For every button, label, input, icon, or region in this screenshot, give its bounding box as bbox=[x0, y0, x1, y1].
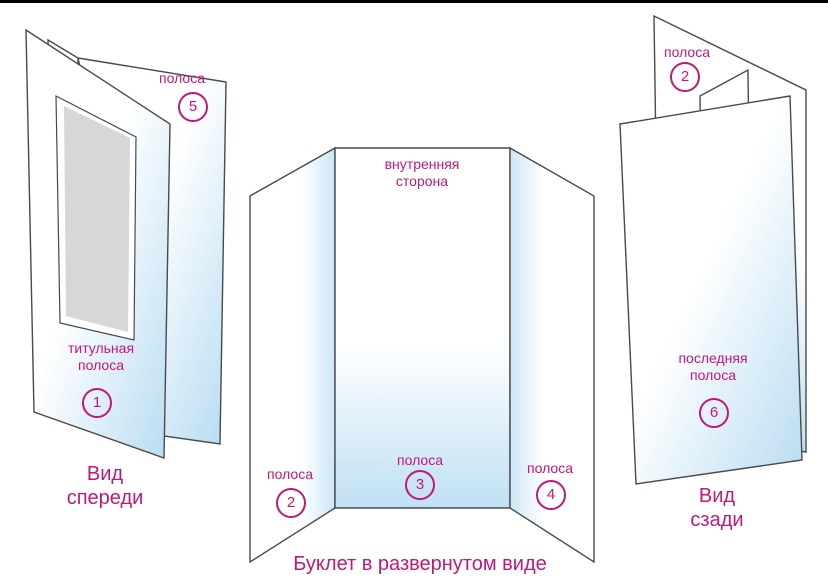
unfolded-strip3-number: 3 bbox=[405, 470, 435, 500]
unfolded-strip3-label: полоса bbox=[397, 452, 443, 468]
back-strip2-number: 2 bbox=[670, 62, 700, 92]
back-last-strip-label: последняя полоса bbox=[678, 350, 748, 383]
unfolded-strip4-label: полоса bbox=[527, 460, 573, 476]
unfolded-inner-side-label: внутренняя сторона bbox=[384, 156, 460, 189]
front-title-strip-label: титульная полоса bbox=[67, 340, 135, 373]
back-view-caption: Вид сзади bbox=[690, 485, 744, 531]
front-strip5-label: полоса bbox=[159, 70, 205, 86]
unfolded-right-panel bbox=[509, 146, 595, 564]
unfolded-strip2-number: 2 bbox=[276, 488, 306, 518]
front-view-booklet bbox=[25, 28, 227, 459]
front-strip5-number: 5 bbox=[178, 92, 208, 122]
unfolded-strip4-number: 4 bbox=[536, 480, 566, 510]
unfolded-booklet bbox=[249, 146, 595, 564]
top-border bbox=[0, 0, 828, 3]
unfolded-caption: Буклет в развернутом виде bbox=[293, 553, 547, 575]
front-title-strip-number: 1 bbox=[82, 388, 112, 418]
unfolded-strip2-label: полоса bbox=[267, 466, 313, 482]
back-last-panel bbox=[619, 95, 803, 485]
front-view-caption: Вид спереди bbox=[66, 463, 144, 509]
back-last-strip-number: 6 bbox=[699, 398, 729, 428]
back-strip2-label: полоса bbox=[664, 44, 710, 60]
back-view-booklet bbox=[619, 14, 807, 485]
front-cover-image bbox=[64, 106, 130, 332]
